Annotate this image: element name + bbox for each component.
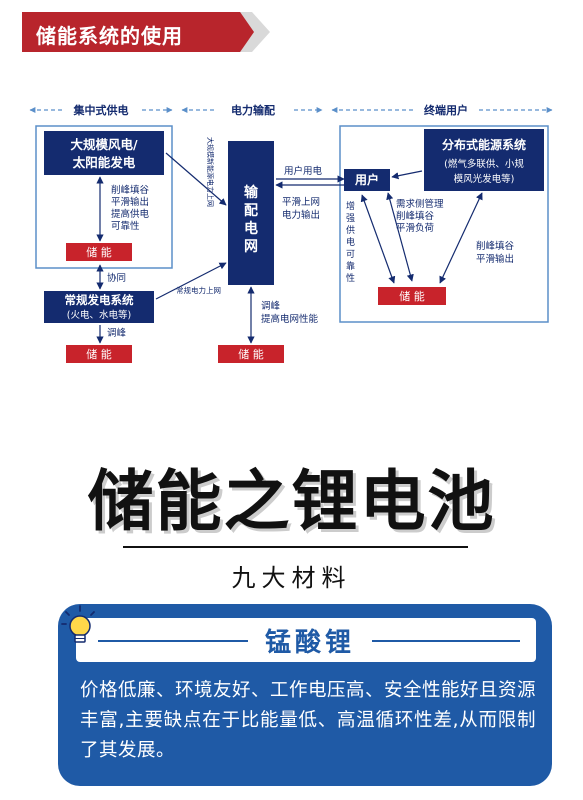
svg-text:供: 供 [346,224,355,236]
svg-text:输: 输 [244,184,259,201]
main-title: 储能之锂电池 [87,463,496,540]
svg-text:太阳能发电: 太阳能发电 [73,155,136,170]
svg-text:增: 增 [346,200,355,212]
svg-text:平滑负荷: 平滑负荷 [396,222,435,234]
end-user-frame [339,125,549,323]
card-header-line-right [372,640,520,642]
svg-text:(火电、水电等): (火电、水电等) [67,309,131,321]
title-rule [123,546,468,548]
svg-text:储 能: 储 能 [399,289,425,303]
svg-text:削峰填谷: 削峰填谷 [396,210,435,222]
demand-side-label: 需求侧管理 削峰填谷 平滑负荷 [396,198,444,234]
svg-text:电: 电 [244,220,258,237]
conventional-to-grid-label: 常规电力上网 [176,285,221,295]
svg-text:配: 配 [244,203,258,219]
distributed-node [424,129,544,191]
central-frame [35,125,173,269]
large-scale-node [44,131,164,175]
svg-text:削峰填谷: 削峰填谷 [111,184,150,196]
energy-storage-diagram: 集中式供电 电力输配 终端用户 大规模风电/ 太阳能发电 削峰填谷 平滑输出 提… [29,101,553,363]
svg-text:用户: 用户 [354,172,379,187]
section-distribution: 电力输配 [231,103,275,117]
storage-node-central [66,243,132,261]
subtitle: 九大材料 [231,564,352,592]
svg-text:储 能: 储 能 [86,347,112,361]
section-headers: 集中式供电 电力输配 终端用户 [29,101,553,117]
header-title: 储能系统的使用 [36,24,183,48]
grid-node [228,141,274,285]
section-central: 集中式供电 [73,103,129,117]
svg-text:(燃气多联供、小规: (燃气多联供、小规 [444,158,524,170]
section-end-user: 终端用户 [424,103,468,117]
card-title: 锰酸锂 [264,628,355,658]
peak-shaving-label: 调峰 [107,328,127,339]
svg-text:网: 网 [244,239,258,255]
svg-text:调峰: 调峰 [261,301,281,312]
svg-text:平滑输出: 平滑输出 [476,253,514,265]
user-power-label: 用户用电 [284,165,323,177]
storage-node-grid [218,345,284,363]
svg-text:需求侧管理: 需求侧管理 [396,198,444,210]
svg-text:可: 可 [346,249,355,260]
svg-text:电力输出: 电力输出 [282,209,320,221]
svg-text:模风光发电等): 模风光发电等) [454,173,515,185]
svg-text:常规发电系统: 常规发电系统 [65,293,134,307]
conventional-node [44,291,154,323]
svg-text:提高电网性能: 提高电网性能 [261,313,319,325]
svg-text:平滑上网: 平滑上网 [282,197,320,208]
coordination-label: 协同 [107,272,126,284]
svg-text:储 能: 储 能 [238,347,264,361]
svg-text:提高供电: 提高供电 [111,208,150,220]
svg-text:储 能: 储 能 [86,245,112,259]
storage-node-user [378,287,446,305]
large-to-grid-label: 大规模新能源电力上网 [206,137,215,207]
svg-text:削峰填谷: 削峰填谷 [476,240,515,252]
svg-text:分布式能源系统: 分布式能源系统 [442,137,526,152]
card-body: 价格低廉、环境友好、工作电压高、安全性能好且资源丰富,主要缺点在于比能量低、高温… [80,680,537,761]
svg-text:大规模风电/: 大规模风电/ [70,137,138,152]
svg-text:靠: 靠 [346,260,355,272]
large-benefit-labels: 削峰填谷 平滑输出 提高供电 可靠性 [111,184,150,232]
svg-text:平滑输出: 平滑输出 [111,196,149,208]
card-header-line-left [98,640,248,642]
svg-text:可靠性: 可靠性 [111,220,140,232]
header-banner [22,12,254,52]
lightbulb-icon [61,605,95,643]
svg-text:电: 电 [346,236,355,248]
storage-node-conventional [66,345,132,363]
svg-text:性: 性 [346,272,355,284]
user-reliability-label: 增 强 供 电 可 靠 性 [346,200,355,284]
user-node [344,169,390,191]
svg-text:强: 强 [346,213,355,224]
